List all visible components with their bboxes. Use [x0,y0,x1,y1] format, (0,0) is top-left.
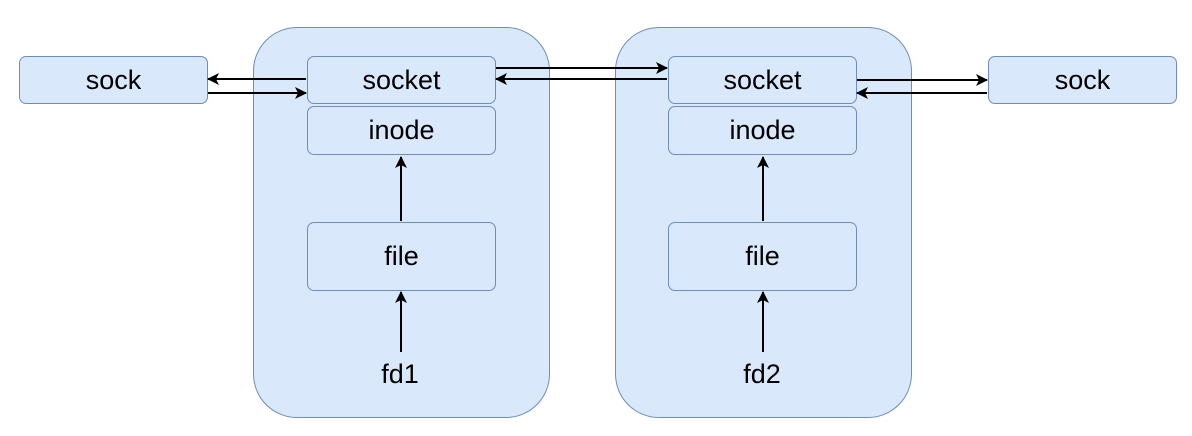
right-sock-label: sock [1054,64,1111,95]
right-inode-label: inode [729,115,796,145]
left-inode-label: inode [368,115,435,145]
left-socket-label: socket [362,64,441,95]
left-file-node[interactable]: file [307,222,496,291]
left-socket-node[interactable]: socket [307,56,496,104]
right-inode-node[interactable]: inode [668,106,857,155]
left-fd-label: fd1 [381,359,419,389]
right-sock-node[interactable]: sock [988,56,1177,104]
right-file-node[interactable]: file [668,222,857,291]
right-fd-label: fd2 [743,359,781,389]
right-socket-label: socket [723,64,802,95]
right-socket-node[interactable]: socket [668,56,857,104]
right-file-label: file [745,241,780,271]
left-sock-label: sock [85,64,142,95]
left-sock-node[interactable]: sock [19,56,208,104]
left-file-label: file [384,241,419,271]
left-inode-node[interactable]: inode [307,106,496,155]
